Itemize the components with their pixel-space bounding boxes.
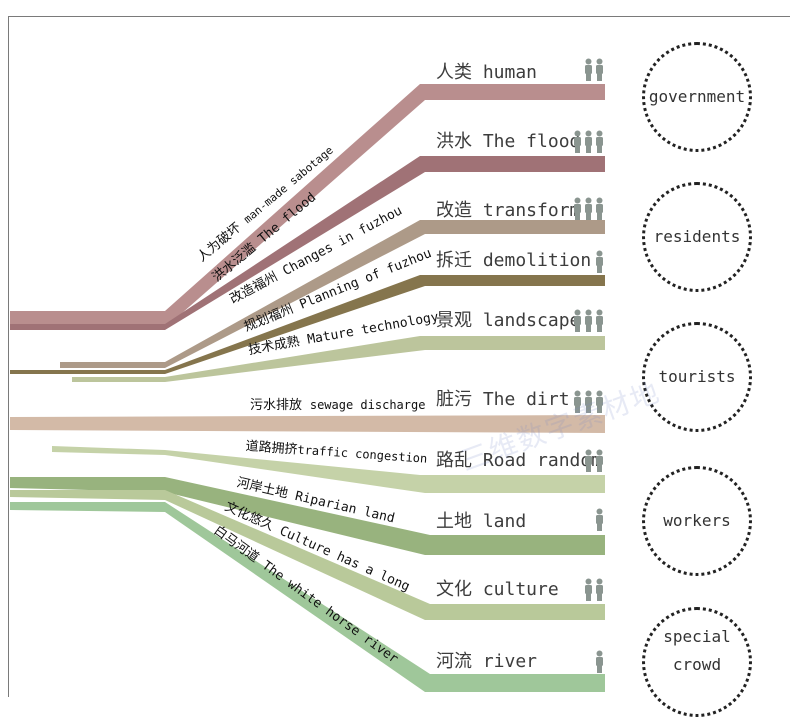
people-icons-flood xyxy=(572,130,605,154)
label-en: sewage discharge xyxy=(309,398,426,412)
ribbon-culture xyxy=(10,490,605,620)
ribbon-demolition xyxy=(10,275,605,374)
person-icon xyxy=(574,390,581,413)
right-label-land: 土地 land xyxy=(436,511,527,532)
person-icon xyxy=(596,309,603,332)
people-icon-group xyxy=(596,250,603,273)
people-icon-group xyxy=(574,130,603,153)
stakeholder-residents: residents xyxy=(642,182,752,292)
person-icon xyxy=(596,650,603,673)
right-label-river: 河流 river xyxy=(436,651,538,672)
right-label-demolition: 拆迁 demolition xyxy=(436,250,592,271)
person-icon xyxy=(585,58,592,81)
frame-left-border xyxy=(8,16,9,697)
people-icon-group xyxy=(585,578,603,601)
person-icon xyxy=(585,449,592,472)
right-label-road: 路乱 Road random xyxy=(436,450,603,471)
people-icons-transform xyxy=(572,197,605,221)
ribbon-land xyxy=(10,477,605,555)
people-icons-road xyxy=(583,449,605,473)
ribbon-river xyxy=(10,502,605,692)
person-icon xyxy=(585,390,592,413)
person-icon xyxy=(585,197,592,220)
ribbon-road xyxy=(52,446,605,493)
people-icons-culture xyxy=(583,578,605,602)
stakeholder-special-crowd: special crowd xyxy=(642,607,752,717)
stakeholder-label: workers xyxy=(663,511,731,530)
stakeholder-label: residents xyxy=(653,227,741,246)
stakeholder-label: tourists xyxy=(658,367,736,386)
people-icons-land xyxy=(594,508,605,532)
person-icon xyxy=(574,197,581,220)
people-icon-group xyxy=(596,650,603,673)
stakeholder-tourists: tourists xyxy=(642,322,752,432)
people-icon-group xyxy=(574,309,603,332)
person-icon xyxy=(596,578,603,601)
person-icon xyxy=(585,130,592,153)
people-icons-dirt xyxy=(572,390,605,414)
right-label-flood: 洪水 The flood xyxy=(436,131,581,152)
label-cn: 污水排放 xyxy=(250,398,303,413)
right-label-landscape: 景观 landscape xyxy=(436,310,581,331)
person-icon xyxy=(574,130,581,153)
diag-label-sewage: 污水排放 sewage discharge xyxy=(250,397,425,414)
stakeholder-government: government xyxy=(642,42,752,152)
diagram-stage: 人为破坏 man-made sabotage 洪水泛滥 The flood 改造… xyxy=(8,16,790,717)
stakeholder-label: special crowd xyxy=(663,627,731,674)
stakeholder-workers: workers xyxy=(642,466,752,576)
person-icon xyxy=(585,578,592,601)
person-icon xyxy=(585,309,592,332)
person-icon xyxy=(596,390,603,413)
people-icons-human xyxy=(583,58,605,82)
people-icon-group xyxy=(585,58,603,81)
ribbon-dirt xyxy=(10,415,605,433)
person-icon xyxy=(596,250,603,273)
people-icon-group xyxy=(574,197,603,220)
right-label-dirt: 脏污 The dirt xyxy=(436,389,570,410)
frame-top-border xyxy=(8,16,790,17)
right-label-human: 人类 human xyxy=(436,62,538,83)
stakeholder-label: government xyxy=(648,87,746,106)
person-icon xyxy=(596,58,603,81)
people-icon-group xyxy=(585,449,603,472)
people-icon-group xyxy=(574,390,603,413)
label-cn: 道路拥挤 xyxy=(245,439,299,458)
ribbon-landscape xyxy=(72,336,605,382)
person-icon xyxy=(596,449,603,472)
people-icon-group xyxy=(596,508,603,531)
people-icons-river xyxy=(594,650,605,674)
right-label-transform: 改造 transform xyxy=(436,200,581,221)
right-label-culture: 文化 culture xyxy=(436,579,559,600)
person-icon xyxy=(596,130,603,153)
person-icon xyxy=(574,309,581,332)
person-icon xyxy=(596,508,603,531)
person-icon xyxy=(596,197,603,220)
people-icons-demolition xyxy=(594,250,605,274)
people-icons-landscape xyxy=(572,309,605,333)
ribbon-flood xyxy=(10,156,605,330)
flow-ribbons xyxy=(10,84,605,692)
